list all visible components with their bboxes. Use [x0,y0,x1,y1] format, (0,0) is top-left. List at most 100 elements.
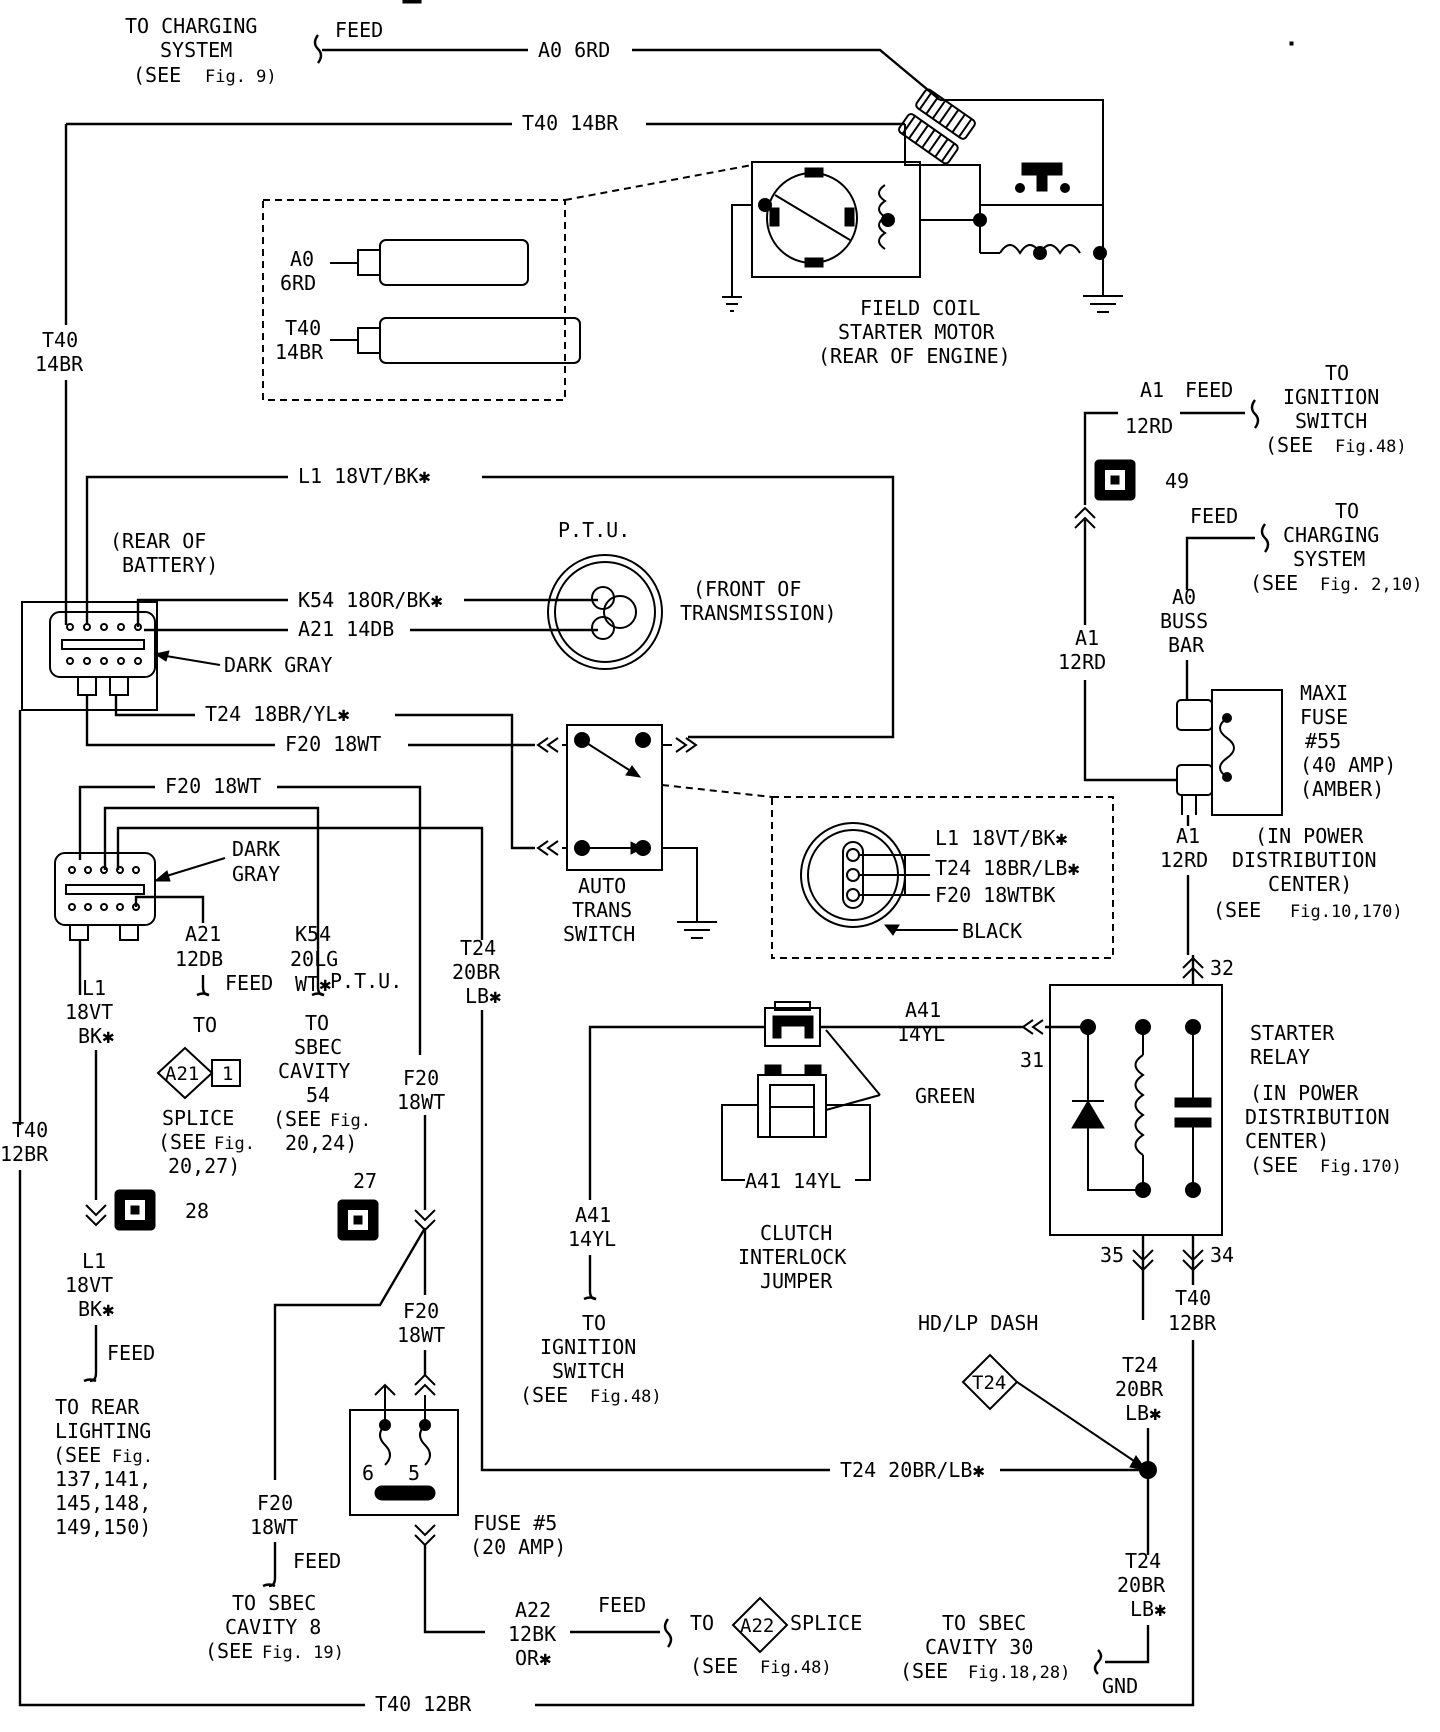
ign-l1: IGNITION [1283,385,1379,409]
ptu-title: P.T.U. [558,518,630,542]
connector-arrow-icon [414,1524,436,1547]
wire-t40-14br-label: T40 14BR [522,111,619,135]
a21-left-b: 12DB [175,947,223,971]
ats-connector-inset [661,784,1114,959]
wire-t24-left-run [116,826,484,940]
charging-top-system: SYSTEM [160,38,232,62]
ats-inset-t24: T24 18BR/LB✱ [935,856,1080,880]
t40-relay-a: T40 [1175,1286,1211,1310]
fuse-5-pin6: 6 [362,1461,374,1485]
a1-top-a: A1 [1140,378,1164,402]
t24-r2-b: 20BR [1117,1573,1166,1597]
l1-f1: 137,141, [55,1467,151,1491]
a41-l1: IGNITION [540,1335,636,1359]
connector-arrow-icon [1182,956,1204,979]
clutch-a41-loop: A41 14YL [745,1169,841,1193]
a1-top-b: 12RD [1125,414,1173,438]
arrowhead-icon [153,650,170,662]
charging-top-label: TO CHARGING [125,14,257,38]
clutch-l3: JUMPER [760,1269,833,1293]
f20-low-a: F20 [403,1299,439,1323]
feed-break-symbol [663,1618,673,1648]
relay-see: (SEE [1250,1153,1298,1177]
conn-27-label: 27 [353,1169,377,1193]
a22-a: A22 [515,1598,551,1622]
relay-p32: 32 [1210,956,1234,980]
pdc1-a: (IN POWER [1255,824,1364,848]
f20-sbec-b: 18WT [250,1515,298,1539]
l1-feed: FEED [107,1341,155,1365]
l1-left-a: L1 [82,976,106,1000]
a22-b: 12BK [508,1622,556,1646]
inset-14br: 14BR [275,340,324,364]
k54-left-a: K54 [295,922,331,946]
pointer-line [825,1094,881,1111]
ptu-trans: TRANSMISSION) [680,601,837,625]
ats-c: SWITCH [563,922,635,946]
wire-f20-left [78,785,155,860]
wire-t40-far-bottom [18,1170,365,1707]
wire-t24-top-left [114,695,195,717]
arrowhead-icon [153,870,171,882]
f20-sbec-to: TO SBEC [232,1591,316,1615]
starter-label-3: (REAR OF ENGINE) [818,344,1011,368]
a21-left-to: TO [193,1013,217,1037]
relay-l2: RELAY [1250,1045,1310,1069]
maxi-c: #55 [1305,729,1341,753]
feed-break-symbol [83,1365,98,1383]
wire-t24-top-label: T24 18BR/YL✱ [205,702,350,726]
k54-left-c: WT✱ [295,972,331,996]
l1-low-c: BK✱ [78,1297,114,1321]
a21-fig: Fig. [214,1134,255,1154]
charging-r-feed: FEED [1190,504,1238,528]
sbec30-see: (SEE [900,1659,948,1683]
k54-ptu: P.T.U. [330,969,402,993]
relay-l1: STARTER [1250,1021,1335,1045]
inset-t40: T40 [285,316,321,340]
a21-splice: SPLICE [162,1106,234,1130]
starter-connector-inset: A0 6RD T40 14BR [262,164,753,401]
wire-k54-label: K54 18OR/BK✱ [298,588,443,612]
feed-break-symbol [311,975,325,997]
splice-a22-icon [731,1596,789,1654]
connector-arrow-icon [85,1204,107,1227]
k54-fig: Fig. [330,1111,371,1131]
wire-a1-top [1083,411,1118,505]
a41-fig: Fig.48) [590,1387,662,1407]
a1-mid-a: A1 [1075,626,1099,650]
k54-figs: 20,24) [285,1131,357,1155]
a21-left-a: A21 [185,922,221,946]
a41-left-b: 14YL [568,1227,616,1251]
t40-far-b: 12BR [0,1142,49,1166]
charging-r-fig: Fig. 2,10) [1320,575,1422,595]
clutch-l2: INTERLOCK [738,1245,846,1269]
a41-to: TO [582,1311,606,1335]
connector-49-icon [1094,459,1136,501]
a41-left-a: A41 [575,1203,611,1227]
a21-see: (SEE [158,1130,206,1154]
inset-a0: A0 [290,247,314,271]
starter-label-1: FIELD COIL [860,296,980,320]
wire-a1-to-fuse [1083,680,1177,782]
wire-t40-relay-down [535,1340,1195,1707]
charging-system-top: TO CHARGING SYSTEM (SEE Fig. 9) FEED A0 … [125,14,610,87]
connector-28-icon [114,1189,156,1231]
feed-break-symbol [1093,1649,1103,1675]
k54-54: 54 [306,1083,330,1107]
auto-trans-switch [536,724,717,939]
k54-sbec: SBEC [294,1035,342,1059]
t24-r1-b: 20BR [1115,1377,1164,1401]
wire-l1-top-right [482,475,895,739]
connector-arrow-icon [1021,1019,1044,1035]
relay-p35: 35 [1100,1243,1124,1267]
clutch-interlock-jumper [757,1001,827,1138]
ign-fig: Fig.48) [1335,437,1407,457]
t24-r1-a: T24 [1122,1353,1158,1377]
f20-low-b: 18WT [397,1323,445,1347]
maxi-fuse-55 [1176,689,1283,816]
ptu-front: (FRONT OF [693,577,801,601]
clutch-green: GREEN [915,1084,975,1108]
clutch-a41-a: A41 [905,998,941,1022]
a41-see: (SEE [520,1383,568,1407]
t24-mid-c: LB✱ [465,984,501,1008]
